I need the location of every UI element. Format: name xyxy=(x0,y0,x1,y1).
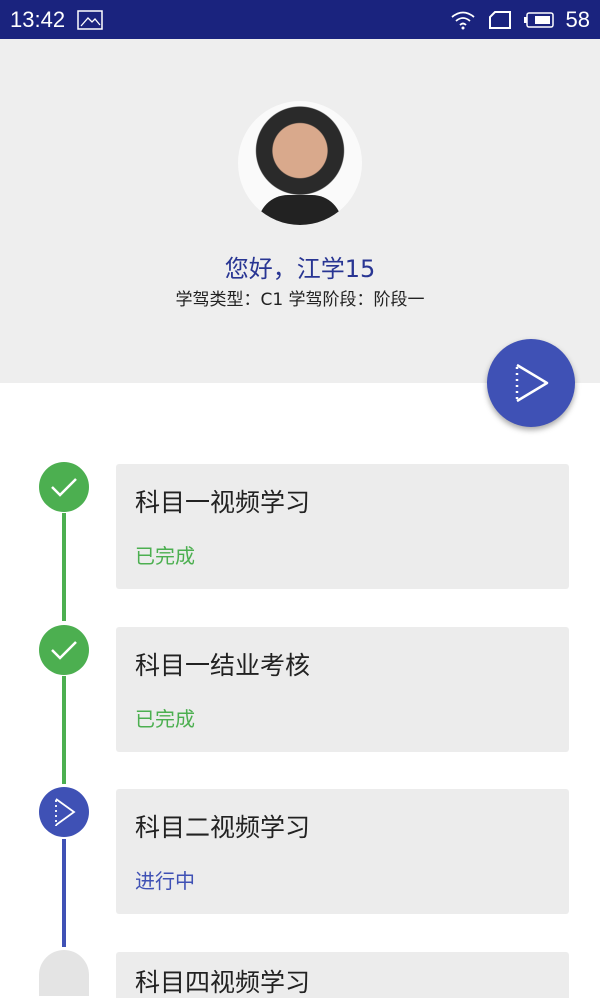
step-card[interactable]: 科目一视频学习 已完成 xyxy=(116,464,569,589)
check-icon xyxy=(39,625,89,675)
play-icon xyxy=(515,363,549,403)
play-icon xyxy=(39,787,89,837)
step-status: 已完成 xyxy=(135,544,195,568)
step-title: 科目二视频学习 xyxy=(135,813,311,842)
step-card[interactable]: 科目二视频学习 进行中 xyxy=(116,789,569,914)
step-title: 科目一结业考核 xyxy=(135,651,311,680)
timeline-connector xyxy=(62,676,66,784)
timeline-connector xyxy=(62,513,66,621)
step-status: 已完成 xyxy=(135,707,195,731)
pending-icon xyxy=(39,950,89,996)
wifi-icon xyxy=(450,11,475,29)
driving-info: 学驾类型：C1 学驾阶段：阶段一 xyxy=(175,290,425,310)
step-item[interactable]: 科目二视频学习 进行中 xyxy=(0,787,600,914)
step-card[interactable]: 科目四视频学习 xyxy=(116,952,569,998)
image-icon xyxy=(77,9,103,30)
status-bar: 13:42 58 xyxy=(0,0,600,39)
step-item[interactable]: 科目一视频学习 已完成 xyxy=(0,462,600,589)
check-icon xyxy=(39,462,89,512)
greeting: 您好，江学15 xyxy=(224,255,376,283)
battery-level: 58 xyxy=(565,6,590,32)
step-item[interactable]: 科目四视频学习 xyxy=(0,950,600,998)
avatar[interactable] xyxy=(238,101,362,225)
battery-icon xyxy=(523,11,554,28)
sim-icon xyxy=(488,10,511,29)
step-card[interactable]: 科目一结业考核 已完成 xyxy=(116,627,569,752)
step-status: 进行中 xyxy=(135,869,195,893)
profile-header: 您好，江学15 学驾类型：C1 学驾阶段：阶段一 xyxy=(0,39,600,383)
clock: 13:42 xyxy=(10,6,66,32)
progress-timeline: 科目一视频学习 已完成 科目一结业考核 已完成 科目二视频学习 进行中 科目四视… xyxy=(0,383,600,998)
step-item[interactable]: 科目一结业考核 已完成 xyxy=(0,625,600,752)
step-title: 科目四视频学习 xyxy=(135,968,311,997)
play-button[interactable] xyxy=(487,339,575,427)
timeline-connector xyxy=(62,839,66,947)
step-title: 科目一视频学习 xyxy=(135,488,311,517)
